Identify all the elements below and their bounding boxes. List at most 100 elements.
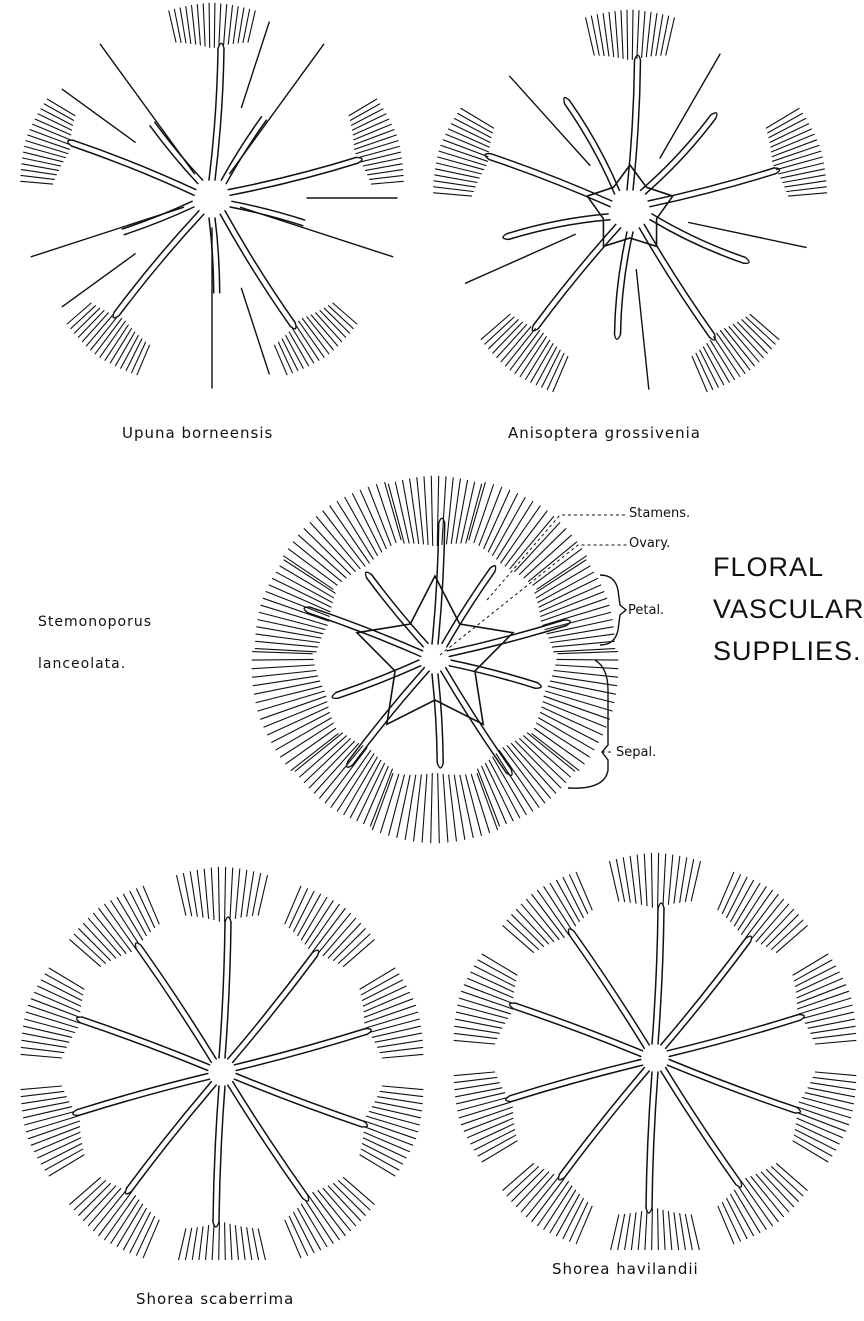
stamen-tip <box>568 929 574 935</box>
vein-line <box>197 1227 203 1260</box>
vascular-trace <box>82 1017 209 1065</box>
vein-line <box>323 918 356 955</box>
vascular-trace <box>669 1060 796 1108</box>
scaberrima-floral-diagram <box>0 860 440 1260</box>
vascular-trace <box>236 1034 367 1070</box>
vein-line <box>378 1097 423 1104</box>
stamen-tip <box>506 1096 512 1102</box>
vein-line <box>738 887 766 930</box>
vein-line <box>83 1186 115 1221</box>
vein-line <box>305 1200 333 1243</box>
title-line-2: VASCULAR <box>713 588 864 630</box>
vein-line <box>24 1026 72 1037</box>
vein-line <box>756 904 789 941</box>
vascular-trace <box>79 1079 210 1115</box>
title-line-3: SUPPLIES. <box>713 630 864 672</box>
vascular-trace <box>565 1071 650 1177</box>
vein-line <box>218 1223 219 1260</box>
vein-line <box>369 1019 419 1032</box>
vein-line <box>22 1040 67 1047</box>
vein-line <box>454 1033 497 1038</box>
vein-line <box>454 1040 495 1044</box>
vein-line <box>369 1112 419 1125</box>
vein-line <box>610 1215 619 1250</box>
vein-line <box>372 1107 420 1118</box>
vein-line <box>334 1184 366 1216</box>
vein-line <box>637 855 641 904</box>
vascular-trace <box>234 1029 365 1065</box>
stamens-leader <box>487 515 628 600</box>
vein-line <box>668 1212 672 1250</box>
vein-line <box>380 1091 423 1096</box>
stamen-tip <box>73 1110 79 1116</box>
label-stamens: Stamens. <box>629 506 690 521</box>
vein-line <box>74 1181 105 1210</box>
vein-line <box>235 869 239 918</box>
petal-brace <box>600 575 626 645</box>
vein-line <box>380 1047 423 1052</box>
vein-line <box>802 1098 852 1111</box>
vein-line <box>94 913 127 953</box>
vein-line <box>630 856 636 903</box>
vein-line <box>507 920 538 949</box>
vein-line <box>83 923 115 958</box>
vein-line <box>143 1220 159 1258</box>
caption-shorea-scaberrima: Shorea scaberrima <box>136 1290 294 1308</box>
vein-line <box>651 853 652 907</box>
vein-line <box>516 1172 548 1207</box>
vein-line <box>21 1054 62 1058</box>
vein-line <box>761 1172 793 1207</box>
vein-line <box>79 929 111 961</box>
vein-line <box>218 867 219 921</box>
vein-line <box>772 1167 803 1196</box>
vein-line <box>235 1226 239 1260</box>
flower-lines <box>21 867 423 1260</box>
vein-line <box>378 1040 423 1047</box>
vein-line <box>668 855 672 904</box>
vein-line <box>211 1224 214 1260</box>
vascular-trace <box>225 922 231 1058</box>
vein-line <box>811 1026 856 1033</box>
vein-line <box>22 1097 67 1104</box>
vein-line <box>691 1215 700 1250</box>
vein-line <box>225 1223 226 1260</box>
vein-line <box>507 1167 538 1196</box>
vein-line <box>772 920 803 949</box>
vein-line <box>644 1210 647 1250</box>
vein-line <box>111 1200 139 1243</box>
havilandii-floral-diagram <box>440 850 864 1250</box>
stamen-tip <box>225 917 231 922</box>
diagram-shorea-scaberrima <box>0 860 440 1260</box>
vascular-trace <box>236 1074 363 1122</box>
vein-line <box>512 915 544 947</box>
vein-line <box>663 854 666 906</box>
vein-line <box>258 1229 267 1260</box>
vein-line <box>457 1012 505 1023</box>
vein-line <box>734 1190 760 1232</box>
caption-shorea-havilandii: Shorea havilandii <box>552 1260 699 1278</box>
vein-line <box>328 1186 360 1221</box>
vein-line <box>339 934 370 963</box>
vascular-trace <box>132 1085 217 1191</box>
vein-line <box>718 872 734 910</box>
vein-line <box>674 1213 680 1250</box>
vascular-trace <box>569 935 644 1048</box>
vascular-trace <box>652 908 658 1044</box>
vein-line <box>285 1220 301 1258</box>
vein-line <box>372 1026 420 1037</box>
stamen-tip <box>658 903 664 908</box>
vascular-trace <box>658 908 664 1044</box>
vein-line <box>751 899 784 939</box>
vein-line <box>241 870 247 917</box>
vascular-trace <box>510 1060 641 1096</box>
vein-line <box>815 1040 856 1044</box>
vein-line <box>623 1214 630 1250</box>
vein-line <box>544 1186 572 1229</box>
vein-line <box>230 1224 233 1260</box>
vein-line <box>623 858 630 903</box>
vein-line <box>177 1229 186 1260</box>
vein-line <box>550 1190 576 1232</box>
vein-line <box>318 1191 351 1231</box>
vein-line <box>761 909 793 944</box>
label-sepal: Sepal. <box>616 745 656 760</box>
